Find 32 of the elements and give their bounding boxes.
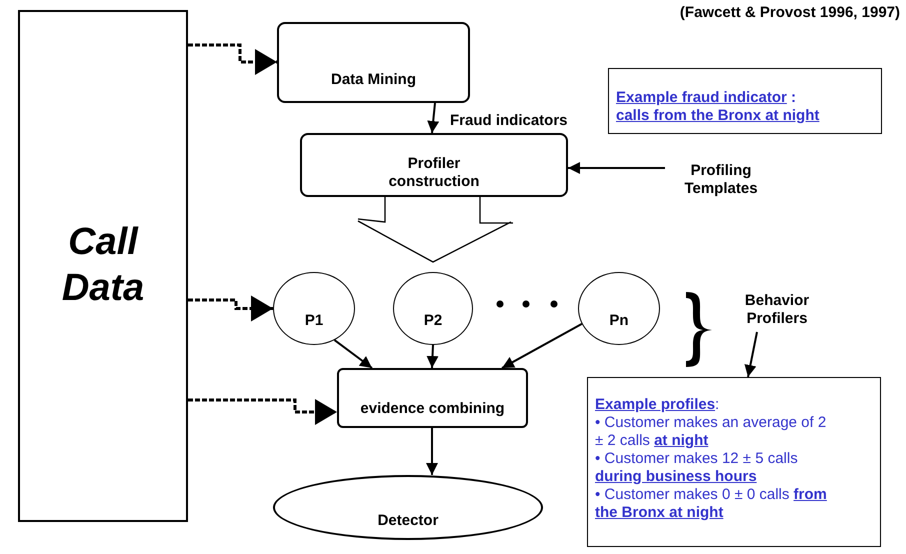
node-label: Pn xyxy=(609,312,629,330)
group-label: Behavior Profilers xyxy=(744,292,810,328)
node-label: Detector xyxy=(378,512,438,530)
process-box xyxy=(337,368,528,428)
note-text: calls from the Bronx at night xyxy=(616,107,820,125)
node-label: P1 xyxy=(304,312,324,330)
note-text: • Customer makes an average of 2 ± 2 calls at night xyxy=(595,414,828,450)
node-label: Call Data xyxy=(60,220,146,311)
node-label: Profiler construction xyxy=(388,155,480,191)
data-source-box xyxy=(18,10,188,522)
dashed-arrow xyxy=(188,296,273,322)
note-box xyxy=(587,377,881,547)
note-text: Example fraud indicator : xyxy=(616,89,798,107)
dashed-arrow xyxy=(188,398,337,425)
note-box xyxy=(608,68,882,134)
arrow xyxy=(426,428,438,475)
node-label: evidence combining xyxy=(360,400,505,418)
note-text: Example profiles: xyxy=(595,396,720,414)
citation-text: (Fawcett & Provost 1996, 1997) xyxy=(678,4,900,21)
arrow xyxy=(568,162,665,174)
process-box xyxy=(277,22,470,103)
process-box xyxy=(300,133,568,197)
note-text: • Customer makes 0 ± 0 calls from the Bronx at night xyxy=(595,486,828,522)
arrow xyxy=(334,339,373,369)
arrow xyxy=(426,344,439,368)
dashed-arrow xyxy=(188,44,277,75)
node-label: P2 xyxy=(424,312,442,330)
arrow xyxy=(427,102,440,134)
input-label: Profiling Templates xyxy=(683,162,759,198)
arrow xyxy=(502,323,582,369)
node-label: Data Mining xyxy=(331,71,416,89)
arrow xyxy=(744,332,758,378)
